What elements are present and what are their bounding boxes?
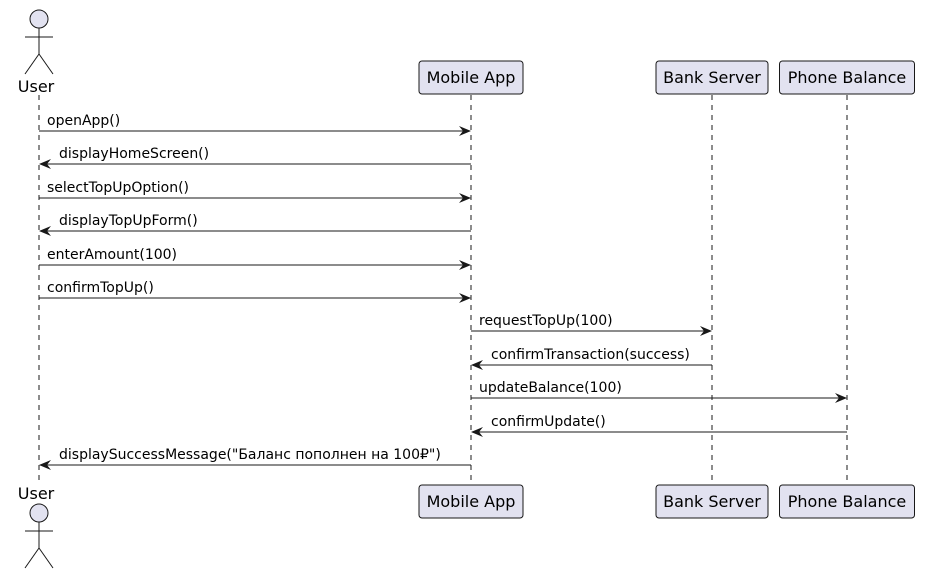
message-label: openApp() xyxy=(47,113,120,129)
participant-phone-top: Phone Balance xyxy=(779,60,915,95)
message-8: confirmTransaction(success) xyxy=(471,347,712,370)
participant-phone-bottom: Phone Balance xyxy=(779,484,915,519)
message-label: displayTopUpForm() xyxy=(59,213,198,229)
message-label: confirmUpdate() xyxy=(491,414,606,430)
participant-box xyxy=(779,484,915,519)
message-1: openApp() xyxy=(39,113,471,136)
participant-label: Phone Balance xyxy=(788,68,906,87)
message-label: selectTopUpOption() xyxy=(47,180,189,196)
message-9: updateBalance(100) xyxy=(471,380,847,403)
actor-head xyxy=(29,503,49,523)
actor-leg-left xyxy=(24,53,40,75)
actor-label-top: User xyxy=(18,77,55,96)
message-label: enterAmount(100) xyxy=(47,247,177,263)
message-2: displayHomeScreen() xyxy=(39,146,471,169)
participant-label: Mobile App xyxy=(427,68,516,87)
participant-app-top: Mobile App xyxy=(418,60,524,95)
message-label: updateBalance(100) xyxy=(479,380,622,396)
actor-leg-left xyxy=(24,547,40,569)
actor-icon-top xyxy=(24,9,54,75)
message-6: confirmTopUp() xyxy=(39,280,471,303)
participant-box xyxy=(418,484,524,519)
participant-label: Mobile App xyxy=(427,492,516,511)
message-label: confirmTopUp() xyxy=(47,280,154,296)
participant-label: Bank Server xyxy=(663,492,761,511)
message-3: selectTopUpOption() xyxy=(39,180,471,203)
participant-bank-bottom: Bank Server xyxy=(655,484,769,519)
message-5: enterAmount(100) xyxy=(39,247,471,270)
participant-box xyxy=(655,484,769,519)
actor-leg-right xyxy=(38,547,54,569)
message-label: requestTopUp(100) xyxy=(479,313,613,329)
participant-label: Bank Server xyxy=(663,68,761,87)
participant-bank-top: Bank Server xyxy=(655,60,769,95)
participant-app-bottom: Mobile App xyxy=(418,484,524,519)
lifelines xyxy=(38,95,848,485)
message-label: displayHomeScreen() xyxy=(59,146,209,162)
message-label: displaySuccessMessage("Баланс пополнен н… xyxy=(59,447,441,463)
actor-label-bottom: User xyxy=(18,484,55,503)
message-11: displaySuccessMessage("Баланс пополнен н… xyxy=(39,447,471,470)
participant-box xyxy=(655,60,769,95)
participant-box xyxy=(779,60,915,95)
message-label: confirmTransaction(success) xyxy=(491,347,690,363)
actor-head xyxy=(29,9,49,29)
actor-icon-bottom xyxy=(24,503,54,569)
message-4: displayTopUpForm() xyxy=(39,213,471,236)
message-7: requestTopUp(100) xyxy=(471,313,712,336)
message-10: confirmUpdate() xyxy=(471,414,847,437)
actor-leg-right xyxy=(38,53,54,75)
participant-label: Phone Balance xyxy=(788,492,906,511)
participant-box xyxy=(418,60,524,95)
messages: openApp() displayHomeScreen() selectTopUpO… xyxy=(39,113,847,470)
